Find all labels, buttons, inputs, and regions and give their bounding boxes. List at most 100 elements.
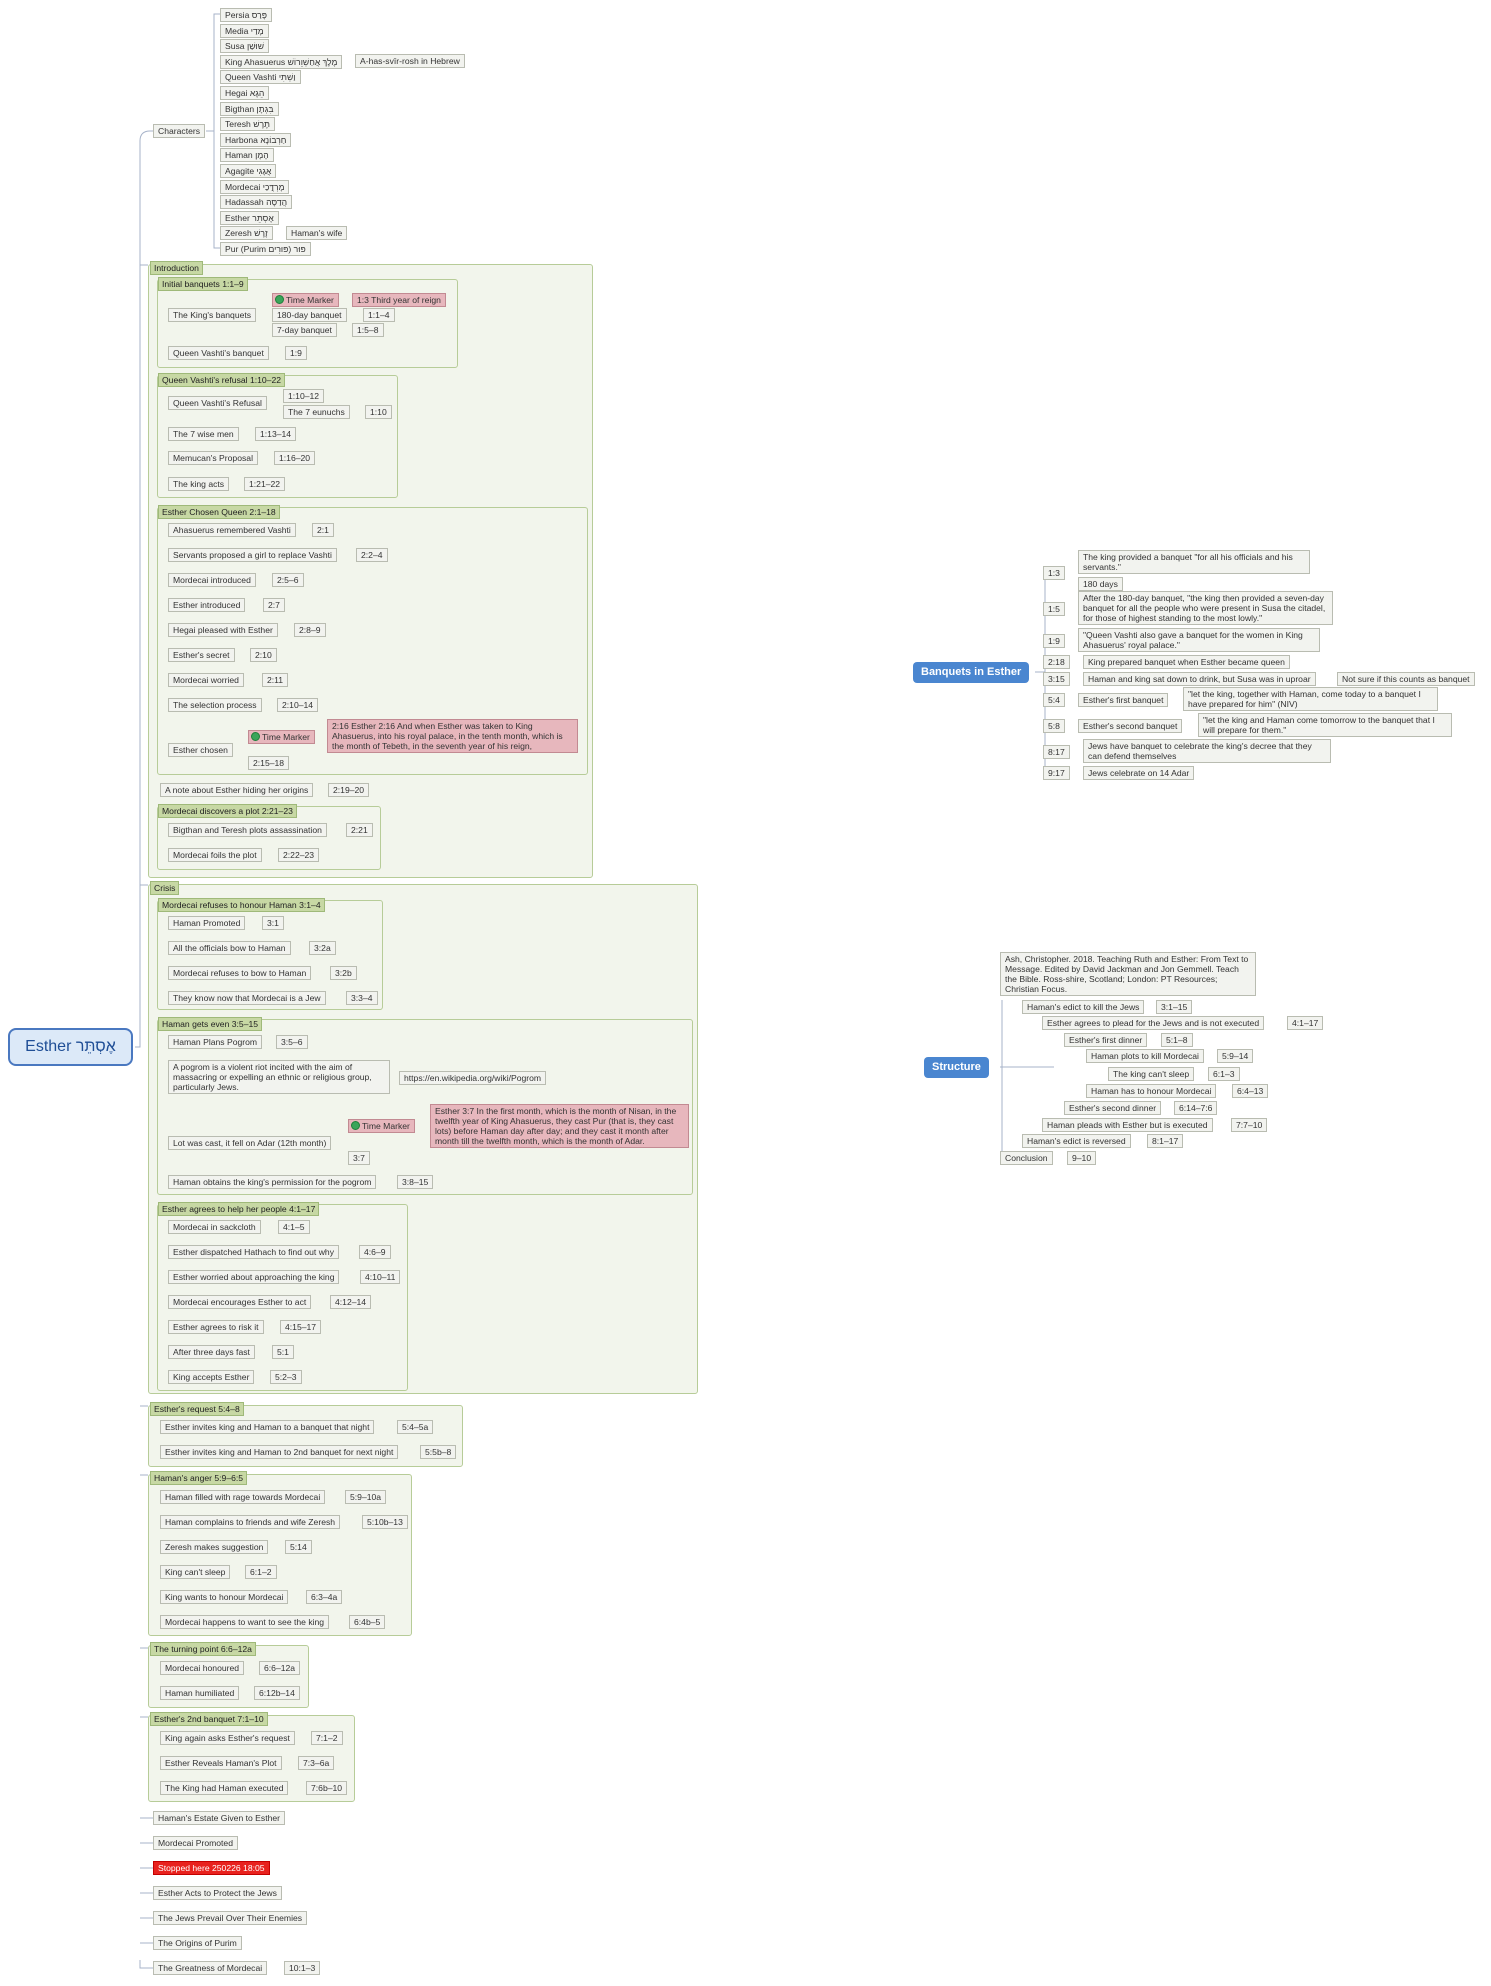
seven-wise-men-ref[interactable]: 1:13–14 [255,427,297,441]
lot-time-marker[interactable]: Time Marker [348,1119,415,1133]
day7-banquet[interactable]: 7-day banquet [272,323,337,337]
lot-cast[interactable]: Lot was cast, it fell on Adar (12th mont… [168,1136,332,1150]
vashti-refusal[interactable]: Queen Vashti's Refusal [168,396,267,410]
banquet-quote-7[interactable]: "let the king and Haman come tomorrow to… [1198,713,1452,737]
help-row-7[interactable]: King accepts Esther [168,1370,255,1384]
structure-row-8[interactable]: Haman pleads with Esther but is executed [1042,1118,1213,1132]
refuses-row-3[interactable]: Mordecai refuses to bow to Haman [168,966,312,980]
structure-row-1[interactable]: Haman's edict to kill the Jews [1022,1000,1145,1014]
anger-row-6[interactable]: Mordecai happens to want to see the king [160,1615,330,1629]
seven-wise-men[interactable]: The 7 wise men [168,427,239,441]
help-row-6[interactable]: After three days fast [168,1345,255,1359]
lot-note[interactable]: Esther 3:7 In the first month, which is … [430,1104,689,1148]
structure-row-5[interactable]: The king can't sleep [1108,1067,1195,1081]
character-item[interactable]: Pur (Purim פּוּר (פּוּרִים [220,242,311,256]
even-perm-ref[interactable]: 3:8–15 [397,1175,434,1189]
chosen-row-9[interactable]: Esther chosen [168,743,233,757]
anger-ref-1[interactable]: 5:9–10a [345,1490,387,1504]
help-ref-7[interactable]: 5:2–3 [270,1370,302,1384]
character-item[interactable]: Teresh תֶּרֶשׁ [220,117,275,131]
structure-ref-9[interactable]: 8:1–17 [1147,1134,1184,1148]
banquet-quote-6[interactable]: "let the king, together with Haman, come… [1183,687,1438,711]
banquet-text-6[interactable]: Esther's first banquet [1078,693,1169,707]
lot-ref[interactable]: 3:7 [348,1151,370,1165]
banquet-ref-6[interactable]: 5:4 [1043,693,1065,707]
help-ref-2[interactable]: 4:6–9 [359,1245,391,1259]
refusal-label[interactable]: Queen Vashti's refusal 1:10–22 [158,373,286,387]
anger-row-4[interactable]: King can't sleep [160,1565,231,1579]
characters-topic[interactable]: Characters [153,124,206,138]
pogrom-definition[interactable]: A pogrom is a violent riot incited with … [168,1060,390,1094]
even-row-1[interactable]: Haman Plans Pogrom [168,1035,263,1049]
banquet-ref-1[interactable]: 1:3 [1043,566,1065,580]
ahasuerus-note[interactable]: A-has-svīr-rosh in Hebrew [355,54,465,68]
structure-ref-2[interactable]: 4:1–17 [1287,1016,1324,1030]
chosen-ref-9[interactable]: 2:15–18 [248,756,290,770]
structure-ref-6[interactable]: 6:4–13 [1232,1084,1269,1098]
help-row-5[interactable]: Esther agrees to risk it [168,1320,264,1334]
request-label[interactable]: Esther's request 5:4–8 [150,1402,244,1416]
chosen-ref-7[interactable]: 2:11 [262,673,289,687]
banquet-text-1b[interactable]: 180 days [1078,577,1123,591]
structure-ref-8[interactable]: 7:7–10 [1231,1118,1268,1132]
plot-label[interactable]: Mordecai discovers a plot 2:21–23 [158,804,297,818]
refuses-row-1[interactable]: Haman Promoted [168,916,246,930]
anger-ref-5[interactable]: 6:3–4a [306,1590,343,1604]
plot-ref-2[interactable]: 2:22–23 [278,848,320,862]
structure-ref-4[interactable]: 5:9–14 [1217,1049,1254,1063]
second-row-2[interactable]: Esther Reveals Haman's Plot [160,1756,282,1770]
anger-ref-6[interactable]: 6:4b–5 [349,1615,386,1629]
refuses-ref-4[interactable]: 3:3–4 [346,991,378,1005]
second-ref-1[interactable]: 7:1–2 [311,1731,343,1745]
greatness-mordecai[interactable]: The Greatness of Mordecai [153,1961,268,1975]
banquet-ref-9[interactable]: 9:17 [1043,766,1070,780]
character-item[interactable]: Media מָדַי [220,24,269,38]
chosen-row-2[interactable]: Servants proposed a girl to replace Vash… [168,548,337,562]
banquet-ref-3[interactable]: 1:9 [1043,634,1065,648]
anger-row-3[interactable]: Zeresh makes suggestion [160,1540,269,1554]
chosen-ref-5[interactable]: 2:8–9 [294,623,326,637]
origins-purim[interactable]: The Origins of Purim [153,1936,242,1950]
refuses-label[interactable]: Mordecai refuses to honour Haman 3:1–4 [158,898,325,912]
plot-ref-1[interactable]: 2:21 [346,823,373,837]
second-row-1[interactable]: King again asks Esther's request [160,1731,295,1745]
structure-row-2[interactable]: Esther agrees to plead for the Jews and … [1042,1016,1265,1030]
banquet-text-9[interactable]: Jews celebrate on 14 Adar [1083,766,1195,780]
day7-ref[interactable]: 1:5–8 [352,323,384,337]
initial-banquets-label[interactable]: Initial banquets 1:1–9 [158,277,248,291]
seven-eunuchs-ref[interactable]: 1:10 [365,405,392,419]
banquet-text-5[interactable]: Haman and king sat down to drink, but Su… [1083,672,1316,686]
structure-row-6[interactable]: Haman has to honour Mordecai [1086,1084,1217,1098]
third-year-note[interactable]: 1:3 Third year of reign [352,293,446,307]
introduction-label[interactable]: Introduction [150,261,203,275]
central-topic[interactable]: Esther אֶסְתֵּר [8,1028,133,1066]
chosen-row-3[interactable]: Mordecai introduced [168,573,256,587]
anger-row-5[interactable]: King wants to honour Mordecai [160,1590,289,1604]
banquet-text-3[interactable]: "Queen Vashti also gave a banquet for th… [1078,628,1320,652]
esther-taken-note[interactable]: 2:16 Esther 2:16 And when Esther was tak… [327,719,578,753]
refuses-row-4[interactable]: They know now that Mordecai is a Jew [168,991,326,1005]
hiding-origins[interactable]: A note about Esther hiding her origins [160,783,314,797]
anger-row-1[interactable]: Haman filled with rage towards Mordecai [160,1490,326,1504]
stopped-marker[interactable]: Stopped here 250226 18:05 [153,1861,270,1875]
chosen-ref-1[interactable]: 2:1 [312,523,334,537]
banquet-text-2[interactable]: After the 180-day banquet, "the king the… [1078,591,1333,625]
second-banquet-label[interactable]: Esther's 2nd banquet 7:1–10 [150,1712,268,1726]
chosen-ref-6[interactable]: 2:10 [250,648,277,662]
help-ref-4[interactable]: 4:12–14 [330,1295,372,1309]
help-ref-3[interactable]: 4:10–11 [360,1270,401,1284]
king-acts[interactable]: The king acts [168,477,230,491]
structure-row-9[interactable]: Haman's edict is reversed [1022,1134,1131,1148]
structure-row-3[interactable]: Esther's first dinner [1064,1033,1148,1047]
anger-ref-4[interactable]: 6:1–2 [245,1565,277,1579]
chosen-row-6[interactable]: Esther's secret [168,648,235,662]
help-ref-6[interactable]: 5:1 [272,1345,294,1359]
kings-banquets[interactable]: The King's banquets [168,308,257,322]
banquet-text-1[interactable]: The king provided a banquet "for all his… [1078,550,1310,574]
structure-row-10[interactable]: Conclusion [1000,1151,1053,1165]
character-item[interactable]: Susa שׁוּשַׁן [220,39,269,53]
banquet-ref-7[interactable]: 5:8 [1043,719,1065,733]
structure-row-7[interactable]: Esther's second dinner [1064,1101,1162,1115]
day180-ref[interactable]: 1:1–4 [363,308,395,322]
seven-eunuchs[interactable]: The 7 eunuchs [283,405,350,419]
